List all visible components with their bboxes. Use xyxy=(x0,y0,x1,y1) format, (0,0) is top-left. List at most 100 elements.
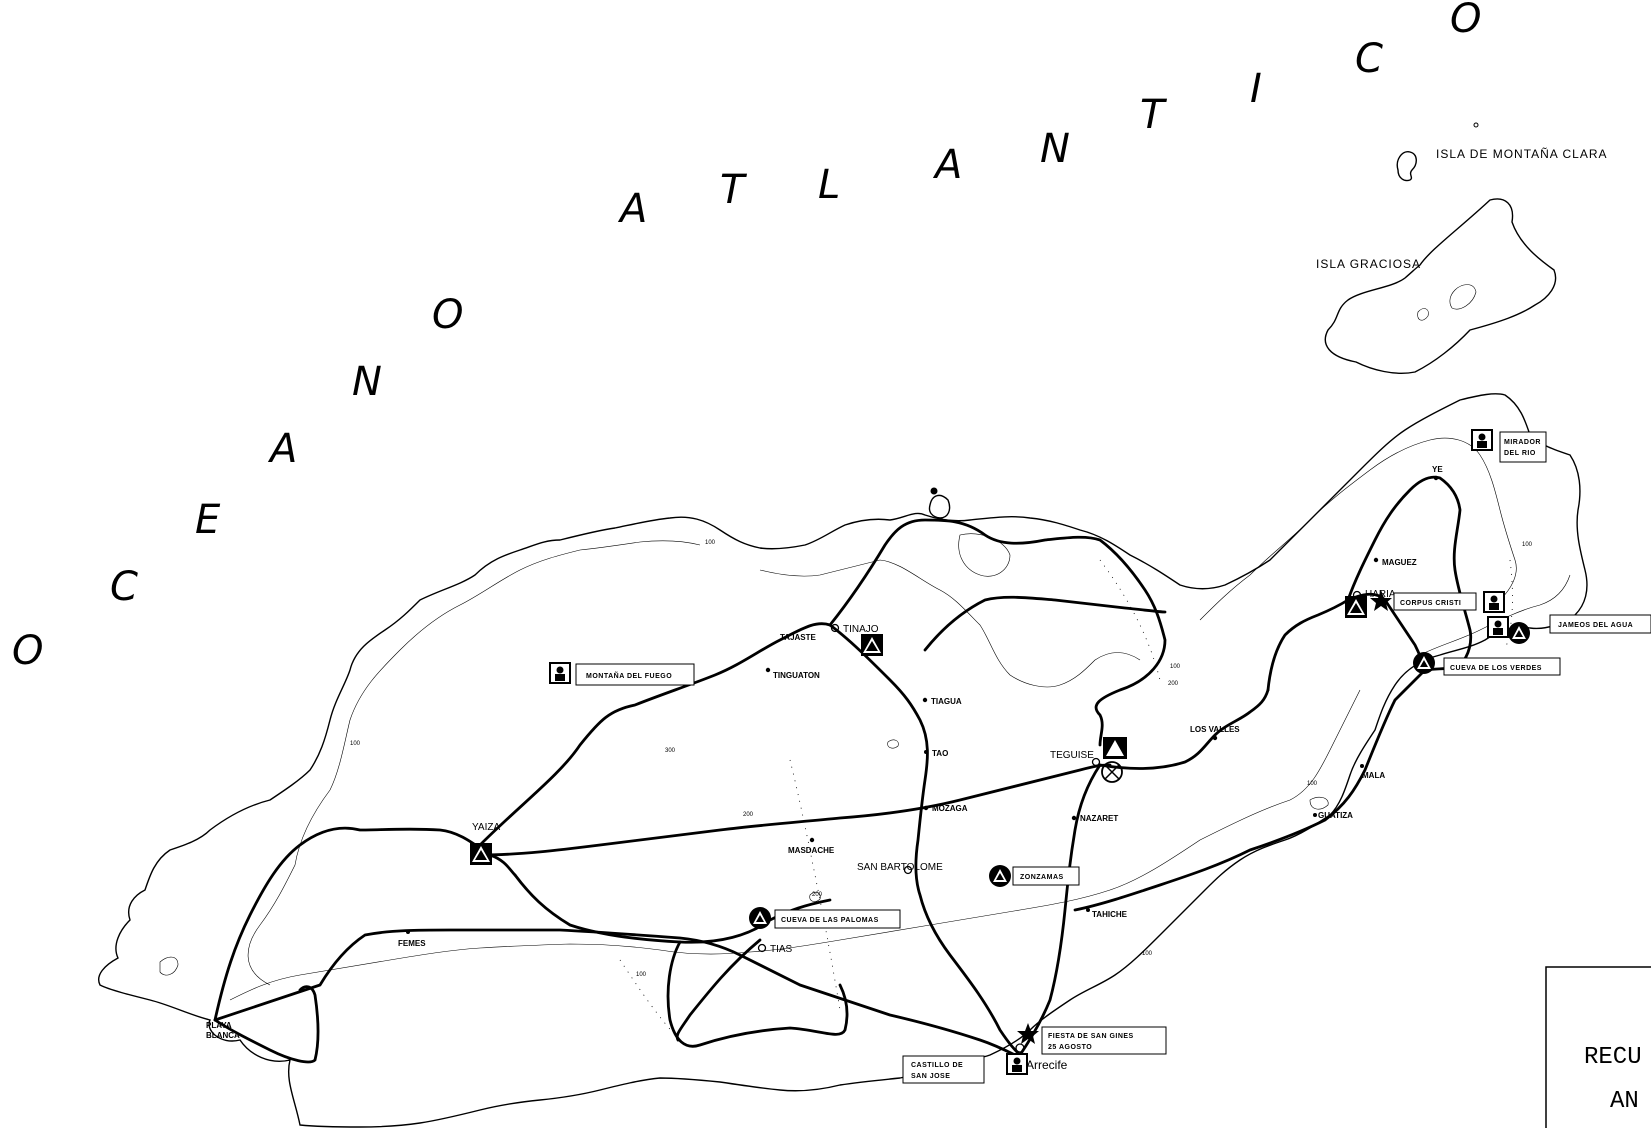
town-dot xyxy=(923,805,929,811)
road xyxy=(828,518,1167,747)
box-jameos xyxy=(1549,614,1651,634)
road xyxy=(828,623,1022,1057)
box-label-montana-del-fuego: MONTAÑA DEL FUEGO xyxy=(586,671,672,680)
star-icon xyxy=(1017,1023,1039,1044)
town-dot xyxy=(757,943,767,953)
town-label-tahiche: TAHICHE xyxy=(1092,910,1128,919)
town-label-femes: FEMES xyxy=(398,939,426,948)
contour-small-4 xyxy=(1309,796,1329,810)
viewpoint-icon xyxy=(1471,429,1493,451)
ocean-letter: C xyxy=(110,564,138,610)
town-label-ye: YE xyxy=(1432,465,1443,474)
town-label-tinguaton: TINGUATON xyxy=(773,671,820,680)
ocean-letter: O xyxy=(12,628,43,674)
box-mirador xyxy=(1499,431,1547,463)
town-dot xyxy=(1373,557,1379,563)
islets: ISLA DE MONTAÑA CLARA ISLA GRACIOSA xyxy=(1316,122,1608,374)
ocean-letter: T xyxy=(1140,92,1168,138)
legend-title-line1: RECU xyxy=(1584,1044,1642,1071)
ocean-letter: A xyxy=(932,142,962,188)
ocean-letter: T xyxy=(720,167,748,213)
town-label-teguise: TEGUISE xyxy=(1050,750,1094,761)
contour-200-central xyxy=(958,533,1011,577)
lanzarote-coastline xyxy=(98,393,1588,1128)
town-label-nazaret: NAZARET xyxy=(1080,814,1118,823)
box-label-castillo: CASTILLO DE xyxy=(911,1062,963,1069)
town-dot xyxy=(1313,813,1317,817)
contour-coast-ne xyxy=(1419,574,1571,656)
attraction-boxes: MONTAÑA DEL FUEGO MIRADOR DEL RIO CORPUS… xyxy=(575,431,1651,1084)
town-label-yaiza: YAIZA xyxy=(472,822,500,833)
ocean-letter: C xyxy=(1355,36,1383,82)
monument-icon xyxy=(861,634,883,656)
contour-value: 200 xyxy=(1168,681,1179,687)
road xyxy=(666,940,849,1048)
windmill-icon xyxy=(1101,761,1123,783)
town-dot xyxy=(903,865,913,875)
cave-icon xyxy=(1508,622,1530,644)
ocean-letter: O xyxy=(432,292,463,338)
graciosa-label: ISLA GRACIOSA xyxy=(1316,257,1421,271)
ocean-letter: I xyxy=(1250,66,1262,112)
contour-value: 100 xyxy=(636,972,647,978)
town-label-blanca: BLANCA xyxy=(206,1031,240,1040)
montana-clara-coast xyxy=(1396,151,1417,182)
town-label-guatiza: GUATIZA xyxy=(1318,811,1353,820)
box-label-cueva-palomas: CUEVA DE LAS PALOMAS xyxy=(781,917,879,924)
road xyxy=(1346,475,1473,672)
ocean-letter: A xyxy=(617,186,647,232)
cave-icon xyxy=(989,865,1011,887)
contour-value: 100 xyxy=(1170,664,1181,670)
star-icon xyxy=(1370,590,1392,611)
town-dot xyxy=(830,623,840,633)
box-cueva-verdes xyxy=(1443,657,1561,676)
contour-value: 100 xyxy=(1307,781,1318,787)
contour-100-northeast xyxy=(1199,437,1517,621)
ocean-letter: N xyxy=(1040,126,1070,172)
box-label-jameos: JAMEOS DEL AGUA xyxy=(1558,622,1633,629)
road xyxy=(478,622,832,847)
ocean-letter: L xyxy=(818,162,840,208)
ocean-letter: E xyxy=(195,497,221,543)
town-label-tinajo: TINAJO xyxy=(843,624,879,635)
graciosa-coast xyxy=(1324,198,1557,374)
town-label-playa: PLAYA xyxy=(206,1021,232,1030)
monument-icon xyxy=(1103,737,1127,759)
contour-value: 300 xyxy=(665,748,676,754)
montana-clara-label: ISLA DE MONTAÑA CLARA xyxy=(1436,147,1608,161)
town-dot xyxy=(1086,908,1090,912)
box-zonzamas xyxy=(1012,866,1080,886)
road xyxy=(923,595,1167,652)
town-label-tajaste: TAJASTE xyxy=(780,633,817,642)
contour-value-labels: 100 300 200 200 100 100 100 200 100 100 … xyxy=(350,540,1533,978)
town-label-los-valles: LOS VALLES xyxy=(1190,725,1240,734)
islet-north xyxy=(928,494,951,519)
box-castillo-san-jose xyxy=(902,1055,985,1084)
road xyxy=(478,763,1112,857)
dotted-track xyxy=(1504,559,1513,651)
map-symbols xyxy=(470,429,1530,1075)
town-dot xyxy=(1212,735,1218,741)
town-dot xyxy=(922,697,928,703)
roque-del-oeste xyxy=(1473,122,1479,128)
road xyxy=(675,938,762,1042)
town-label-mala: MALA xyxy=(1362,771,1385,780)
legend-frame xyxy=(1545,966,1651,1128)
graciosa-contour xyxy=(1449,284,1477,310)
town-markers: TINAJO TAJASTE TINGUATON TIAGUA TAO MOZA… xyxy=(206,465,1443,1072)
dotted-tracks xyxy=(619,559,1513,1041)
contour-small-3 xyxy=(809,891,821,902)
ocean-letter: O xyxy=(1450,0,1481,42)
town-dot xyxy=(1433,475,1439,481)
monument-icon xyxy=(470,843,492,865)
road xyxy=(213,985,320,1064)
town-label-san-bartolome: SAN BARTOLOME xyxy=(857,862,943,873)
contour-100-west xyxy=(247,540,701,986)
box-fiesta-san-gines xyxy=(1041,1026,1167,1055)
road xyxy=(513,873,832,944)
town-label-mozaga: MOZAGA xyxy=(932,804,968,813)
dotted-track xyxy=(789,759,841,1011)
contour-small-1 xyxy=(159,956,179,976)
town-label-arrecife: Arrecife xyxy=(1026,1058,1068,1072)
